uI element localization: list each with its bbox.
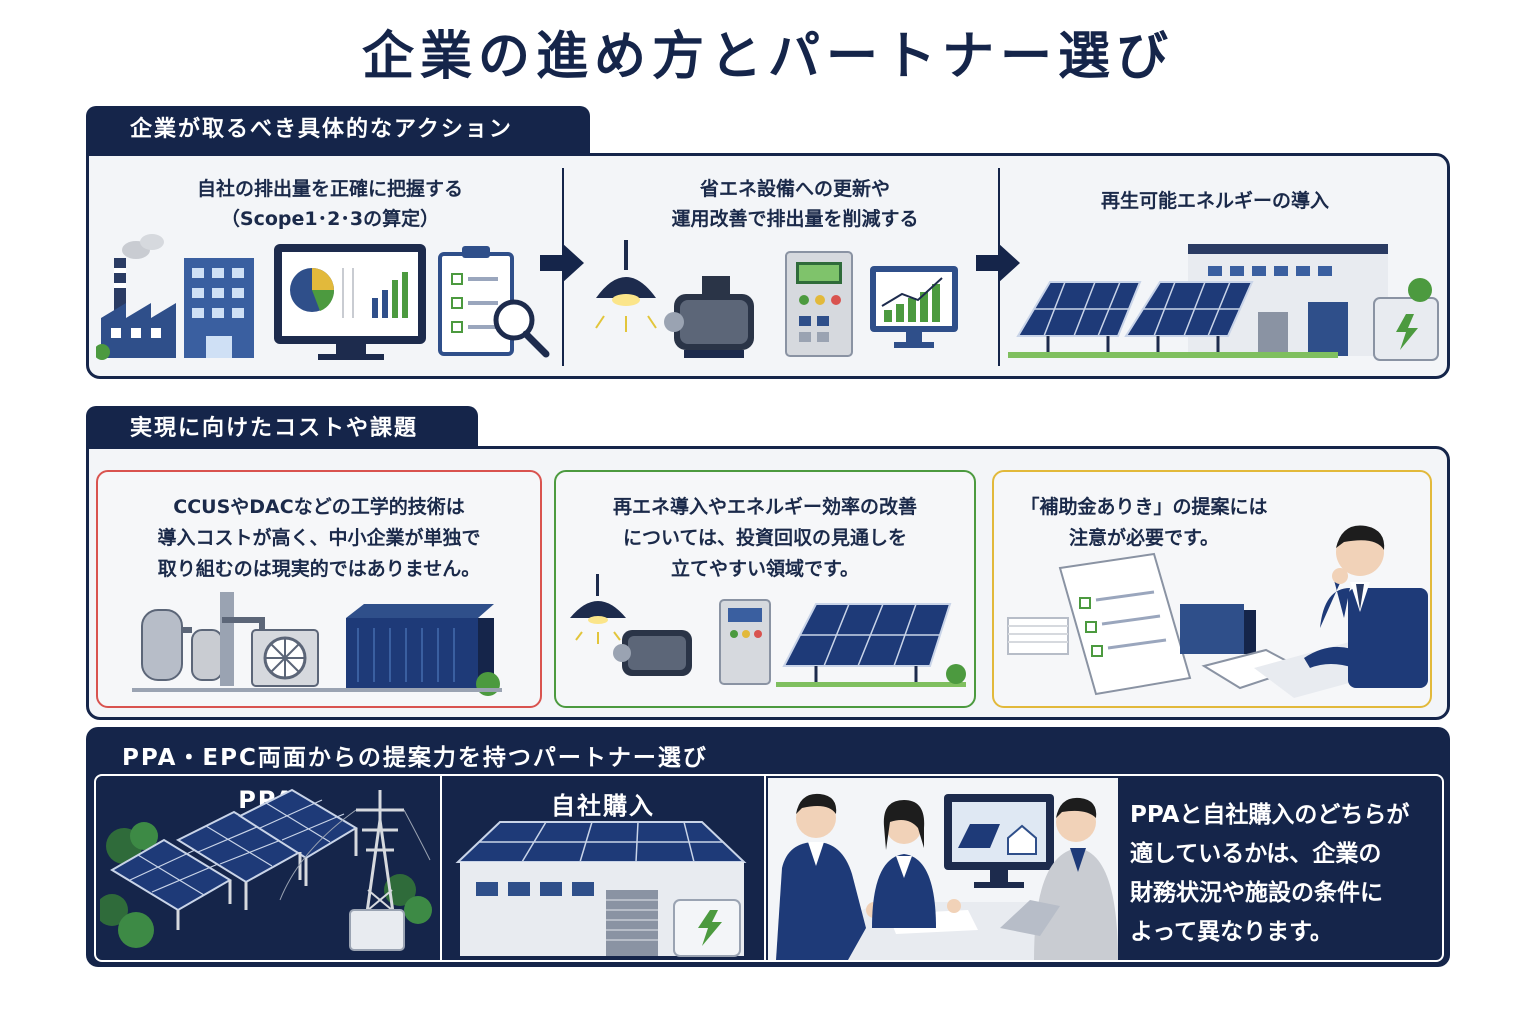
- solar-panel-array-icon: [1008, 281, 1338, 358]
- energy-saving-illustration: [595, 240, 958, 358]
- control-panel-icon: [785, 251, 853, 357]
- businessman-thinking-icon: [1304, 525, 1428, 688]
- led-lamp-icon: [595, 240, 657, 332]
- efficiency-equipment-icon: [570, 574, 966, 687]
- subsidy-review-icon: [1007, 525, 1428, 698]
- section-costs-tab: 実現に向けたコストや課題: [86, 406, 478, 452]
- laptop-icon: [1000, 900, 1060, 936]
- renewable-energy-illustration: [1008, 244, 1439, 361]
- motor-icon: [664, 276, 754, 358]
- emission-measurement-illustration: [96, 234, 550, 360]
- checklist-magnifier-icon: [438, 246, 550, 358]
- card-renewable-efficiency: 再エネ導入やエネルギー効率の改善 については、投資回収の見通しを 立てやすい領域…: [554, 470, 976, 708]
- factory-building-icon: [1188, 244, 1388, 356]
- section-partner-title: PPA・EPC両面からの提案力を持つパートナー選び: [122, 745, 708, 771]
- section-actions-tab: 企業が取るべき具体的なアクション: [86, 106, 590, 156]
- self-purchase-box: [440, 774, 766, 962]
- ccus-plant-icon: [132, 592, 502, 696]
- office-building-icon: [184, 258, 254, 358]
- solar-panel-field-icon: [110, 788, 358, 930]
- self-purchase-building-illustration: [455, 821, 747, 957]
- factory-icon: [96, 234, 176, 360]
- monitor-growth-chart-icon: [870, 266, 958, 348]
- ppa-solar-grid-illustration: [100, 788, 432, 951]
- power-conditioner-icon: [349, 909, 405, 951]
- page-title: 企業の進め方とパートナー選び: [361, 27, 1174, 87]
- ppa-box: [94, 774, 440, 962]
- monitor-chart-icon: [274, 244, 426, 360]
- consultant-man-icon: [776, 793, 882, 960]
- step-renewable-title: 再生可能エネルギーの導入: [1100, 190, 1329, 212]
- card-subsidy-caution: 「補助金ありき」の提案には 注意が必要です。: [992, 470, 1432, 708]
- step-measure-title: 自社の排出量を正確に把握する （Scope1･2･3の算定）: [196, 178, 463, 230]
- card-ccus-dac: CCUSやDACなどの工学的技術は 導入コストが高く、中小企業が単独で 取り組む…: [96, 470, 542, 708]
- client-man-icon: [1000, 797, 1118, 960]
- consulting-box: [764, 774, 1444, 962]
- step-reduce-title: 省エネ設備への更新や 運用改善で排出量を削減する: [671, 178, 919, 230]
- battery-storage-icon: [1373, 278, 1439, 361]
- partner-conclusion: PPAと自社購入のどちらが 適しているかは、企業の 財務状況や施設の条件に よっ…: [1130, 802, 1410, 945]
- arrow-right-icon: [540, 243, 584, 283]
- self-purchase-label: 自社購入: [551, 792, 655, 820]
- consultation-meeting-illustration: [768, 778, 1118, 960]
- consultant-woman-icon: [872, 800, 961, 928]
- arrow-right-icon: [976, 243, 1020, 283]
- power-tower-icon: [279, 790, 431, 949]
